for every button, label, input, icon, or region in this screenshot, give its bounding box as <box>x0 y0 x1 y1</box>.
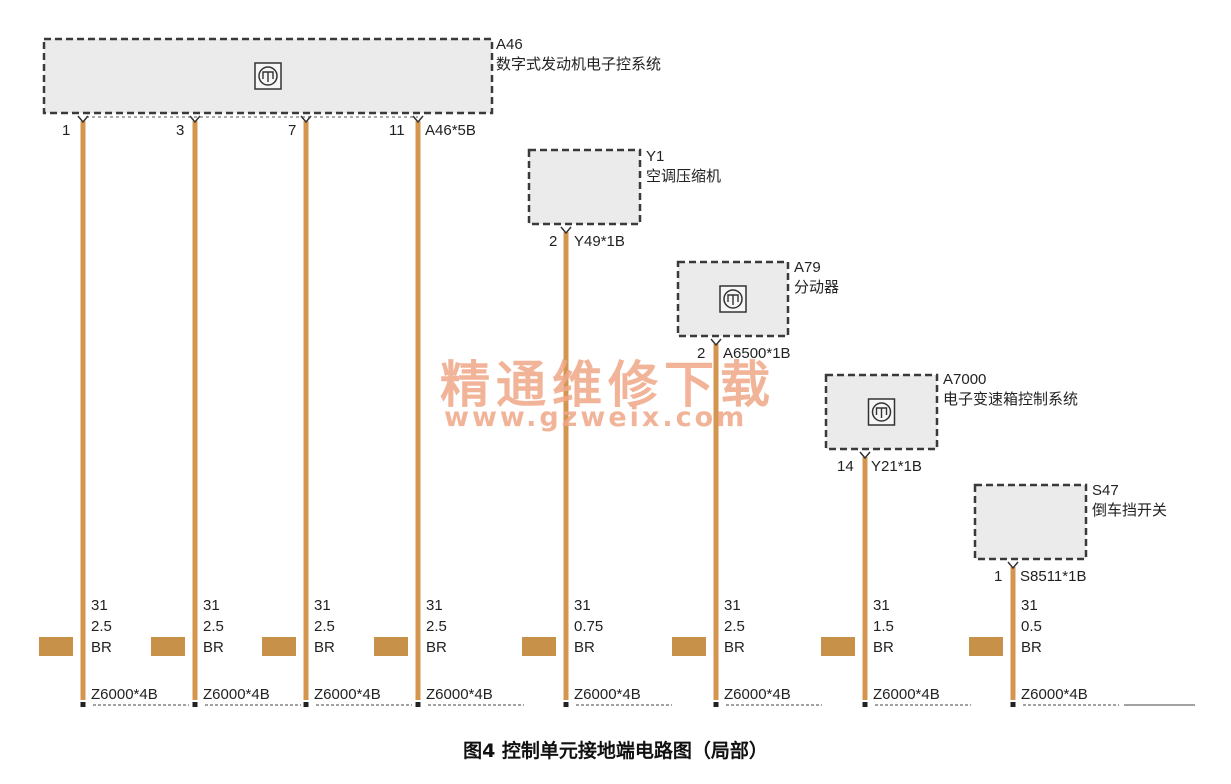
ground-terminal <box>563 702 569 707</box>
component-box-s47 <box>973 483 1088 561</box>
wire-size: 2.5 <box>314 618 335 635</box>
wire-color: BR <box>203 639 224 656</box>
ground-terminal <box>713 702 719 707</box>
component-name: 数字式发动机电子控系统 <box>496 56 662 73</box>
connector-chevron <box>412 115 424 124</box>
ground-reference: Z6000*4B <box>91 686 158 703</box>
wire-size: 2.5 <box>724 618 745 635</box>
component-name: 空调压缩机 <box>646 168 722 185</box>
ground-reference: Z6000*4B <box>314 686 381 703</box>
wire-color: BR <box>1021 639 1042 656</box>
ground-connector-block <box>151 637 185 656</box>
ground-connector-block <box>522 637 556 656</box>
pin-number: 2 <box>697 345 706 362</box>
control-module-icon <box>719 285 747 313</box>
ground-reference: Z6000*4B <box>574 686 641 703</box>
control-module-icon <box>254 62 282 90</box>
pin-number: 14 <box>837 458 854 475</box>
ground-reference: Z6000*4B <box>203 686 270 703</box>
ground-connector-block <box>39 637 73 656</box>
figure-caption: 图4 控制单元接地端电路图（局部） <box>463 740 768 762</box>
connector-chevron <box>560 226 572 235</box>
wire-size: 2.5 <box>203 618 224 635</box>
ground-reference: Z6000*4B <box>426 686 493 703</box>
ground-reference: Z6000*4B <box>724 686 791 703</box>
ground-terminal <box>415 702 421 707</box>
connector-chevron <box>710 338 722 347</box>
control-module-icon <box>867 398 896 426</box>
wire-color: BR <box>873 639 894 656</box>
pin-number: 3 <box>176 122 185 139</box>
wire-size: 1.5 <box>873 618 894 635</box>
wire-color: BR <box>574 639 595 656</box>
pin-number: 1 <box>994 568 1003 585</box>
wire-circuit: 31 <box>314 597 331 614</box>
component-name: 倒车挡开关 <box>1092 502 1168 519</box>
wire-circuit: 31 <box>1021 597 1038 614</box>
pin-number: 11 <box>389 122 405 139</box>
wire-size: 0.5 <box>1021 618 1042 635</box>
component-id: S47 <box>1092 482 1119 499</box>
ground-reference: Z6000*4B <box>873 686 940 703</box>
ground-connector-block <box>969 637 1003 656</box>
component-name: 电子变速箱控制系统 <box>943 391 1079 408</box>
connector-chevron <box>859 451 871 460</box>
pin-number: 7 <box>288 122 297 139</box>
watermark-title: 精通维修下载 <box>440 355 776 414</box>
wire-circuit: 31 <box>724 597 741 614</box>
pin-number: 1 <box>62 122 71 139</box>
wire-color: BR <box>314 639 335 656</box>
ground-terminal <box>1010 702 1016 707</box>
component-id: A79 <box>794 259 821 276</box>
ground-connector-block <box>672 637 706 656</box>
wire-size: 2.5 <box>426 618 447 635</box>
connector-chevron <box>189 115 201 124</box>
component-id: A46 <box>496 36 523 53</box>
ground-connector-block <box>262 637 296 656</box>
connector-chevron <box>1007 561 1019 570</box>
connector-code: A46*5B <box>425 122 476 139</box>
component-box-y1 <box>527 148 642 226</box>
connector-code: S8511*1B <box>1020 568 1087 585</box>
wire-circuit: 31 <box>203 597 220 614</box>
ground-terminal <box>192 702 198 707</box>
connector-code: A6500*1B <box>723 345 791 362</box>
ground-terminal <box>303 702 309 707</box>
connector-chevron <box>300 115 312 124</box>
connector-code: Y49*1B <box>574 233 625 250</box>
connector-code: Y21*1B <box>871 458 922 475</box>
component-id: Y1 <box>646 148 665 165</box>
component-name: 分动器 <box>794 279 840 296</box>
ground-terminal <box>80 702 86 707</box>
connector-chevron <box>77 115 89 124</box>
wire-circuit: 31 <box>873 597 890 614</box>
ground-connector-block <box>374 637 408 656</box>
watermark-url: www.gzweix.com <box>444 402 748 433</box>
wire-circuit: 31 <box>574 597 591 614</box>
wire-size: 0.75 <box>574 618 604 635</box>
wire-circuit: 31 <box>91 597 108 614</box>
ground-connector-block <box>821 637 855 656</box>
ground-reference: Z6000*4B <box>1021 686 1088 703</box>
ground-terminal <box>862 702 868 707</box>
wire-size: 2.5 <box>91 618 112 635</box>
wire-color: BR <box>724 639 745 656</box>
pin-number: 2 <box>549 233 558 250</box>
wire-circuit: 31 <box>426 597 443 614</box>
wire-color: BR <box>91 639 112 656</box>
component-id: A7000 <box>943 371 987 388</box>
wire-color: BR <box>426 639 447 656</box>
